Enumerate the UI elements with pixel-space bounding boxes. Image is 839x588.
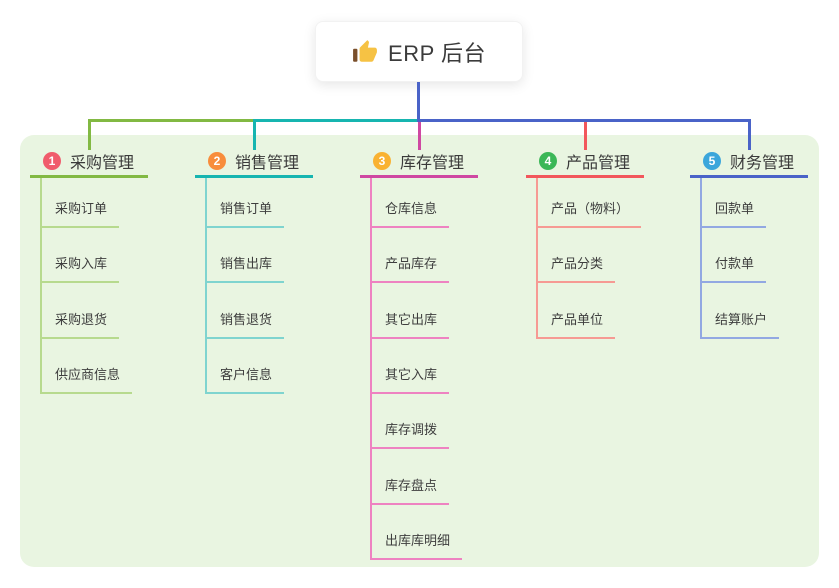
connector-drop-branch-3 (417, 122, 421, 150)
branch-label: 销售管理 (235, 155, 300, 172)
branch-number-badge: 3 (373, 152, 391, 170)
branch-header-销售管理[interactable]: 2 销售管理 (208, 149, 299, 173)
child-node-产品（物料）[interactable]: 产品（物料） (536, 200, 642, 228)
connector-spine-branch-1 (87, 119, 256, 122)
child-node-其它入库[interactable]: 其它入库 (370, 366, 450, 394)
root-node-erp[interactable]: ERP 后台 (315, 21, 523, 82)
branch-header-采购管理[interactable]: 1 采购管理 (43, 149, 134, 173)
child-node-销售退货[interactable]: 销售退货 (205, 311, 285, 339)
connector-drop-branch-1 (87, 119, 91, 150)
child-node-其它出库[interactable]: 其它出库 (370, 311, 450, 339)
mindmap-background-panel (20, 135, 819, 567)
branch-header-库存管理[interactable]: 3 库存管理 (373, 149, 464, 173)
branch-underline (195, 175, 313, 178)
connector-drop-branch-4 (583, 122, 587, 150)
connector-drop-branch-5 (747, 119, 751, 150)
thumbs-up-icon (353, 39, 377, 62)
child-node-产品库存[interactable]: 产品库存 (370, 255, 450, 283)
child-node-销售订单[interactable]: 销售订单 (205, 200, 285, 228)
branch-number-badge: 4 (539, 152, 557, 170)
children-vertical-line (536, 178, 538, 339)
child-node-产品单位[interactable]: 产品单位 (536, 311, 616, 339)
children-vertical-line (205, 178, 207, 394)
branch-underline (690, 175, 808, 178)
branch-number-badge: 1 (43, 152, 61, 170)
branch-underline (526, 175, 644, 178)
child-node-库存调拨[interactable]: 库存调拨 (370, 421, 450, 449)
branch-number-badge: 2 (208, 152, 226, 170)
child-node-采购订单[interactable]: 采购订单 (40, 200, 120, 228)
child-node-供应商信息[interactable]: 供应商信息 (40, 366, 133, 394)
child-node-采购入库[interactable]: 采购入库 (40, 255, 120, 283)
child-node-付款单[interactable]: 付款单 (700, 255, 767, 283)
child-node-采购退货[interactable]: 采购退货 (40, 311, 120, 339)
child-node-销售出库[interactable]: 销售出库 (205, 255, 285, 283)
branch-underline (360, 175, 478, 178)
child-node-仓库信息[interactable]: 仓库信息 (370, 200, 450, 228)
children-vertical-line (700, 178, 702, 339)
branch-header-产品管理[interactable]: 4 产品管理 (539, 149, 630, 173)
children-vertical-line (40, 178, 42, 394)
branch-label: 财务管理 (730, 155, 795, 172)
connector-spine-branch-2 (252, 119, 420, 122)
root-node-title: ERP 后台 (388, 40, 486, 66)
child-node-出库库明细[interactable]: 出库库明细 (370, 532, 463, 560)
branch-number-badge: 5 (703, 152, 721, 170)
branch-label: 采购管理 (70, 155, 135, 172)
branch-underline (30, 175, 148, 178)
child-node-回款单[interactable]: 回款单 (700, 200, 767, 228)
child-node-产品分类[interactable]: 产品分类 (536, 255, 616, 283)
connector-drop-branch-2 (252, 119, 256, 150)
child-node-结算账户[interactable]: 结算账户 (700, 311, 780, 339)
child-node-库存盘点[interactable]: 库存盘点 (370, 477, 450, 505)
children-vertical-line (370, 178, 372, 560)
connector-spine-branch-5 (417, 119, 751, 122)
branch-label: 产品管理 (566, 155, 631, 172)
branch-header-财务管理[interactable]: 5 财务管理 (703, 149, 794, 173)
connector-root-drop (417, 82, 420, 122)
branch-label: 库存管理 (400, 155, 465, 172)
child-node-客户信息[interactable]: 客户信息 (205, 366, 285, 394)
